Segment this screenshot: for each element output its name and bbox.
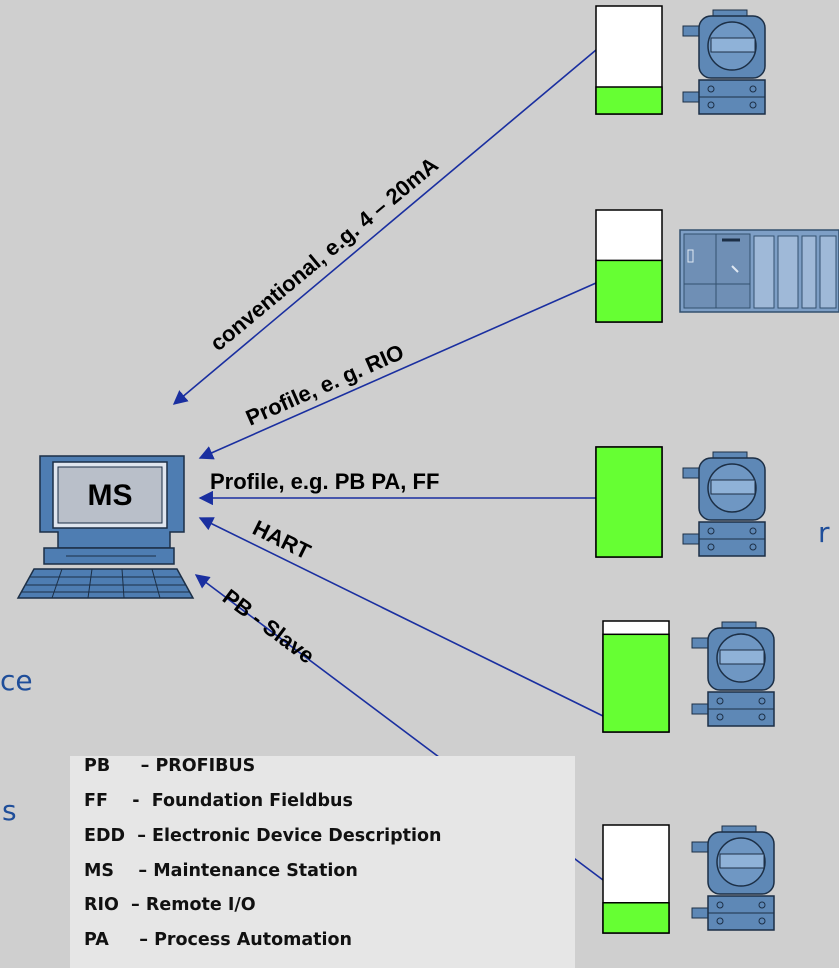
legend-item: FF - Foundation Fieldbus bbox=[84, 791, 353, 811]
link-line-conventional bbox=[172, 49, 597, 405]
link-line-profile-rio bbox=[198, 282, 597, 460]
link-label-conventional: conventional, e.g. 4 – 20mA bbox=[205, 152, 443, 356]
link-label-pb-slave: PB - Slave bbox=[218, 584, 319, 668]
station-label: MS bbox=[88, 479, 133, 512]
pressure-transmitter-icon bbox=[682, 451, 766, 557]
level-bar-1 bbox=[595, 5, 663, 115]
legend-item: PB – PROFIBUS bbox=[84, 756, 256, 776]
level-bar-3 bbox=[595, 446, 663, 558]
level-bar-4 bbox=[602, 620, 670, 733]
legend-item: RIO – Remote I/O bbox=[84, 895, 256, 915]
legend-item: PA – Process Automation bbox=[84, 930, 352, 950]
maintenance-station-computer-icon bbox=[16, 455, 195, 599]
link-label-hart: HART bbox=[249, 515, 315, 565]
cut-text-fragment: ce bbox=[0, 664, 33, 697]
cut-text-fragment: r bbox=[818, 516, 830, 549]
pressure-transmitter-icon bbox=[691, 621, 775, 727]
level-bar-5 bbox=[602, 824, 670, 934]
level-bar-2 bbox=[595, 209, 663, 323]
cut-text-fragment: s bbox=[2, 794, 17, 827]
link-label-profile-rio: Profile, e. g. RIO bbox=[242, 339, 408, 430]
pressure-transmitter-icon bbox=[691, 825, 775, 931]
plc-rack-icon bbox=[679, 229, 839, 313]
abbreviation-legend: PB – PROFIBUS FF - Foundation Fieldbus E… bbox=[70, 756, 575, 968]
link-line-hart bbox=[198, 517, 604, 717]
legend-item: EDD – Electronic Device Description bbox=[84, 826, 442, 846]
legend-item: MS – Maintenance Station bbox=[84, 861, 358, 881]
link-label-profile-pb: Profile, e.g. PB PA, FF bbox=[210, 469, 439, 494]
pressure-transmitter-icon bbox=[682, 9, 766, 115]
